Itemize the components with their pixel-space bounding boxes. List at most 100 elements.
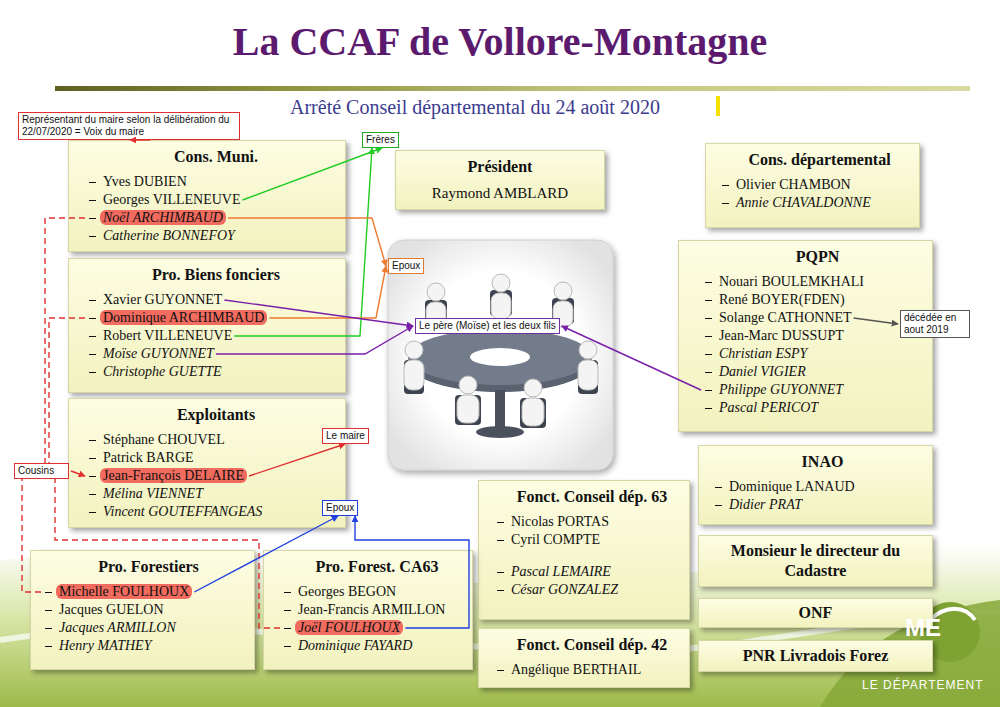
- subtitle: Arrêté Conseil départemental du 24 août …: [290, 96, 660, 119]
- member-entry: Stéphane CHOUVEL: [87, 431, 225, 449]
- connector: [243, 148, 383, 200]
- member-entry: Noël ARCHIMBAUD: [87, 209, 226, 227]
- group-box: INAODominique LANAUDDidier PRAT: [698, 445, 933, 525]
- list-dash: [705, 282, 712, 283]
- member-entry: Dominique ARCHIMBAUD: [87, 309, 267, 327]
- list-dash: [284, 628, 291, 629]
- annotation-text: Epoux: [392, 260, 420, 271]
- member-name: Daniel VIGIER: [719, 364, 806, 379]
- member-name: Xavier GUYONNET: [103, 292, 222, 307]
- annotation-box: Epoux: [322, 500, 358, 516]
- list-dash: [45, 646, 52, 647]
- member-entry: Dominique FAYARD: [282, 637, 412, 655]
- list-dash: [497, 540, 504, 541]
- box-heading: Cons. Muni.: [91, 147, 341, 167]
- member-name: René BOYER(FDEN): [719, 292, 845, 307]
- connector: [49, 318, 85, 463]
- member-name: Angélique BERTHAIL: [511, 662, 641, 677]
- member-entry: Patrick BARGE: [87, 449, 194, 467]
- box-heading: Fonct. Conseil dép. 42: [499, 635, 685, 655]
- member-name: Vincent GOUTEFFANGEAS: [103, 504, 262, 519]
- connector: [562, 326, 701, 390]
- member-entry: Michelle FOULHOUX: [43, 583, 192, 601]
- box-heading: Exploitants: [91, 405, 341, 425]
- member-name: Dominique ARCHIMBAUD: [100, 310, 267, 325]
- member-entry: Georges VILLENEUVE: [87, 191, 241, 209]
- connector: [228, 218, 386, 266]
- connector: [224, 300, 413, 326]
- list-dash: [89, 336, 96, 337]
- member-entry: Jean-François DELAIRE: [87, 467, 247, 485]
- group-box: Monsieur le directeur du Cadastre: [698, 535, 933, 587]
- list-dash: [715, 505, 722, 506]
- annotation-box: Cousins: [14, 463, 69, 479]
- member-name: Stéphane CHOUVEL: [103, 432, 225, 447]
- list-dash: [89, 354, 96, 355]
- annotation-box: Le maire: [322, 428, 369, 444]
- member-entry: Didier PRAT: [713, 496, 802, 514]
- member-name: Nicolas PORTAS: [511, 514, 609, 529]
- member-name: Solange CATHONNET: [719, 310, 852, 325]
- table-leg: [495, 390, 505, 430]
- box-body: Raymond AMBLARD: [396, 183, 604, 203]
- member-name: Catherine BONNEFOY: [103, 228, 235, 243]
- member-entry: Annie CHAVALDONNE: [720, 194, 871, 212]
- group-box: PrésidentRaymond AMBLARD: [395, 150, 605, 210]
- member-entry: Robert VILLENEUVE: [87, 327, 232, 345]
- group-box: ExploitantsStéphane CHOUVEL Patrick BARGE…: [68, 398, 346, 528]
- annotation-text: Représentant du maire selon la délibérat…: [22, 114, 229, 137]
- list-dash: [715, 487, 722, 488]
- title-rule: [55, 86, 970, 91]
- list-dash: [722, 203, 729, 204]
- member-entry: Jacques GUELON: [43, 601, 164, 619]
- box-heading: Pro. Forestiers: [47, 557, 250, 577]
- connector: [71, 471, 85, 476]
- list-dash: [89, 218, 96, 219]
- group-box: PQPNNouari BOULEMKHALIRené BOYER(FDEN)So…: [678, 240, 933, 432]
- group-box: Cons. Muni.Yves DUBIENGeorges VILLENEUVE…: [68, 140, 346, 252]
- member-name: Joël FOULHOUX: [295, 620, 403, 635]
- connector: [355, 516, 469, 628]
- logo-text: ME: [905, 614, 941, 642]
- list-dash: [89, 372, 96, 373]
- list-dash: [705, 372, 712, 373]
- connector: [269, 266, 386, 318]
- annotation-text: Le maire: [326, 430, 365, 441]
- member-name: Pascal LEMAIRE: [511, 564, 611, 579]
- box-heading: Président: [400, 157, 600, 177]
- diagram-title: La CCAF de Vollore-Montagne: [0, 18, 1000, 65]
- connector: [45, 218, 85, 463]
- member-name: Christophe GUETTE: [103, 364, 222, 379]
- box-heading: Pro. Biens fonciers: [91, 265, 341, 285]
- member-name: Olivier CHAMBON: [736, 177, 851, 192]
- list-dash: [89, 512, 96, 513]
- member-name: Mélina VIENNET: [103, 486, 203, 501]
- member-name: Dominique FAYARD: [298, 638, 412, 653]
- list-dash: [45, 592, 52, 593]
- list-dash: [45, 628, 52, 629]
- list-dash: [497, 670, 504, 671]
- member-name: Georges BEGON: [298, 584, 396, 599]
- member-name: Didier PRAT: [729, 497, 802, 512]
- member-entry: Jacques ARMILLON: [43, 619, 176, 637]
- group-box: Pro. ForestiersMichelle FOULHOUXJacques …: [30, 550, 255, 670]
- annotation-box: Le père (Moïse) et les deux fils: [415, 318, 560, 334]
- group-box: Pro. Biens fonciersXavier GUYONNET Domini…: [68, 258, 346, 393]
- list-dash: [89, 318, 96, 319]
- box-heading: Pro. Forest. CA63: [286, 557, 468, 577]
- connector: [216, 326, 413, 354]
- annotation-text: Cousins: [18, 465, 54, 476]
- group-box: Cons. départementalOlivier CHAMBONAnnie …: [705, 143, 920, 228]
- list-dash: [284, 646, 291, 647]
- box-heading: PQPN: [707, 247, 928, 267]
- member-entry: Moïse GUYONNET: [87, 345, 214, 363]
- people-front: [404, 341, 598, 426]
- box-heading: INAO: [717, 452, 928, 472]
- member-entry: Pascal LEMAIRE: [495, 563, 611, 581]
- table-surface: [408, 329, 592, 385]
- member-name: Jean-François DELAIRE: [100, 468, 247, 483]
- member-entry: Georges BEGON: [282, 583, 396, 601]
- box-heading: Monsieur le directeur du Cadastre: [705, 541, 926, 581]
- logo-caption: LE DÉPARTEMENT: [862, 678, 984, 692]
- list-dash: [89, 494, 96, 495]
